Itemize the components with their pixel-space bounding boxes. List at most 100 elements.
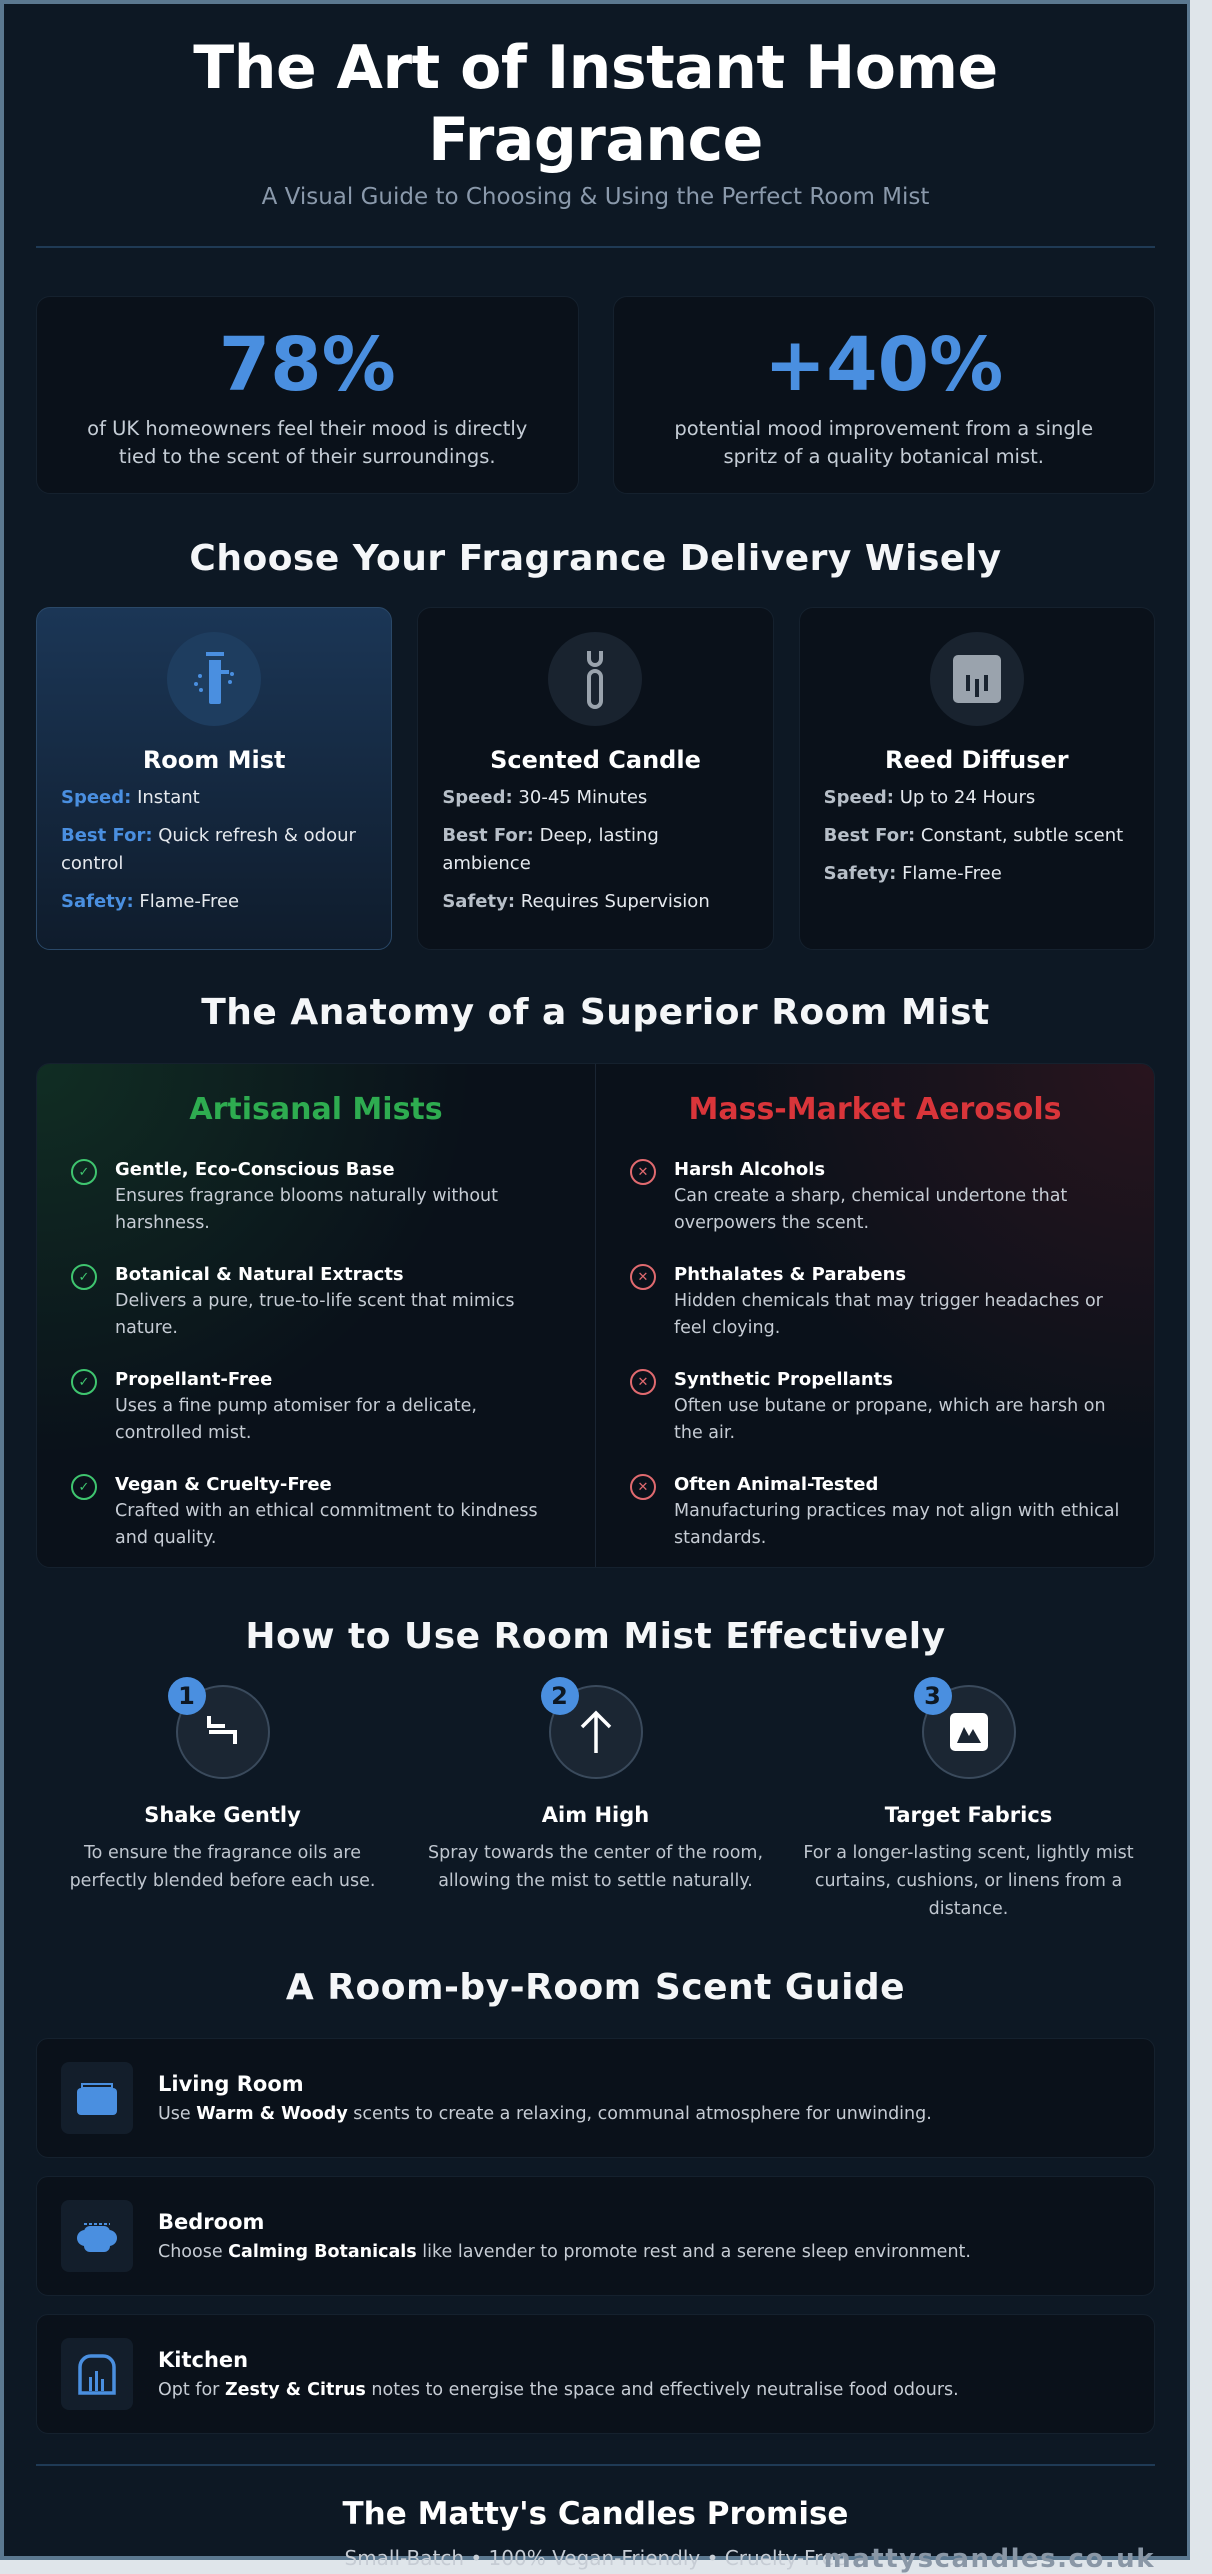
section-heading: The Anatomy of a Superior Room Mist (201, 992, 990, 1033)
item-desc: Ensures fragrance blooms naturally witho… (115, 1186, 498, 1233)
check-icon: ✓ (71, 1264, 97, 1290)
value: Constant, subtle scent (920, 825, 1124, 846)
text: Opt for (158, 2380, 225, 2400)
step-title: Aim High (541, 1803, 650, 1827)
spray-bottle-icon (167, 632, 262, 726)
card-reed-diffuser: Reed Diffuser Speed: Up to 24 Hours Best… (798, 607, 1155, 950)
label: Safety: (823, 863, 897, 884)
candle-icon (548, 632, 643, 726)
value: Requires Supervision (520, 891, 710, 912)
check-icon: ✓ (71, 1474, 97, 1500)
item-title: Synthetic Propellants (674, 1369, 893, 1390)
comparison-table: Artisanal Mists ✓ Gentle, Eco-Conscious B… (36, 1063, 1155, 1568)
item-desc: Manufacturing practices may not align wi… (674, 1501, 1120, 1548)
room-title: Bedroom (158, 2210, 265, 2234)
check-icon: ✓ (71, 1369, 97, 1395)
stat-value: 78% (218, 322, 396, 408)
value: Instant (137, 787, 200, 808)
section-heading: A Room-by-Room Scent Guide (285, 1967, 906, 2008)
footer-title: The Matty's Candles Promise (342, 2496, 849, 2532)
stat-card: +40% potential mood improvement from a si… (612, 296, 1155, 494)
item-title: Phthalates & Parabens (674, 1264, 907, 1285)
label: Best For: (61, 825, 153, 846)
column-title: Mass-Market Aerosols (688, 1092, 1062, 1127)
stat-desc: potential mood improvement from a single… (674, 417, 1094, 468)
value: Quick refresh & odour control (61, 825, 356, 874)
value: Up to 24 Hours (899, 787, 1036, 808)
kitchen-icon (61, 2338, 133, 2410)
card-scented-candle: Scented Candle Speed: 30-45 Minutes Best… (417, 607, 774, 950)
label: Speed: (442, 787, 513, 808)
watermark: mattyscandles.co.uk (823, 2544, 1155, 2574)
value: Flame-Free (902, 863, 1002, 884)
room-title: Living Room (158, 2072, 304, 2096)
item-title: Botanical & Natural Extracts (115, 1264, 404, 1285)
step: 3 Target Fabrics For a longer-lasting sc… (782, 1677, 1155, 1923)
divider (36, 2464, 1155, 2466)
footer: The Matty's Candles Promise Small-Batch … (36, 2496, 1155, 2574)
reed-diffuser-icon (929, 632, 1024, 726)
step: 2 Aim High Spray towards the center of t… (409, 1677, 782, 1923)
sofa-icon (61, 2062, 133, 2134)
arrow-up-icon (580, 1710, 611, 1753)
card-title: Scented Candle (490, 746, 701, 774)
page-title: The Art of Instant Home Fragrance (193, 33, 998, 175)
item-title: Vegan & Cruelty-Free (115, 1474, 332, 1495)
step-title: Shake Gently (144, 1803, 301, 1827)
label: Best For: (823, 825, 916, 846)
text: Choose (158, 2242, 229, 2262)
check-icon: ✓ (71, 1159, 97, 1185)
step-number: 2 (540, 1677, 579, 1715)
step-desc: For a longer-lasting scent, lightly mist… (803, 1843, 1134, 1919)
stat-desc: of UK homeowners feel their mood is dire… (87, 417, 528, 468)
scent-family: Warm & Woody (196, 2104, 348, 2124)
text: Use (158, 2104, 197, 2124)
item-title: Often Animal-Tested (674, 1474, 879, 1495)
text: like lavender to promote rest and a sere… (416, 2242, 971, 2262)
item-title: Propellant-Free (115, 1369, 273, 1390)
item-title: Gentle, Eco-Conscious Base (115, 1159, 395, 1180)
scent-family: Calming Botanicals (228, 2242, 417, 2262)
label: Safety: (442, 891, 516, 912)
stats: 78% of UK homeowners feel their mood is d… (36, 296, 1155, 494)
text: notes to energise the space and effectiv… (365, 2380, 959, 2400)
item-title: Harsh Alcohols (674, 1159, 826, 1180)
item-desc: Uses a fine pump atomiser for a delicate… (115, 1396, 477, 1443)
step-number: 1 (167, 1677, 206, 1715)
x-circle-icon: ✕ (630, 1264, 656, 1290)
fabric-icon (949, 1713, 988, 1751)
step-number: 3 (913, 1677, 952, 1715)
scent-family: Zesty & Citrus (224, 2380, 366, 2400)
card-title: Room Mist (142, 746, 286, 774)
value: 30-45 Minutes (518, 787, 648, 808)
label: Speed: (61, 787, 132, 808)
x-circle-icon: ✕ (630, 1159, 656, 1185)
stat-value: +40% (764, 322, 1004, 408)
page-subtitle: A Visual Guide to Choosing & Using the P… (261, 184, 930, 210)
text: scents to create a relaxing, communal at… (347, 2104, 932, 2124)
item-desc: Can create a sharp, chemical undertone t… (674, 1186, 1068, 1233)
room-title: Kitchen (158, 2348, 249, 2372)
shake-icon (206, 1716, 237, 1744)
column-title: Artisanal Mists (189, 1092, 443, 1127)
item-desc: Hidden chemicals that may trigger headac… (674, 1291, 1103, 1338)
bed-icon (61, 2200, 133, 2272)
delivery-cards: Room Mist Speed: Instant Best For: Quick… (36, 607, 1155, 950)
stat-card: 78% of UK homeowners feel their mood is d… (36, 296, 579, 494)
steps: 1 Shake Gently To ensure the fragrance o… (36, 1677, 1155, 1923)
item-desc: Crafted with an ethical commitment to ki… (115, 1501, 538, 1548)
item-desc: Often use butane or propane, which are h… (674, 1396, 1106, 1443)
card-title: Reed Diffuser (884, 746, 1069, 774)
divider (36, 246, 1155, 248)
